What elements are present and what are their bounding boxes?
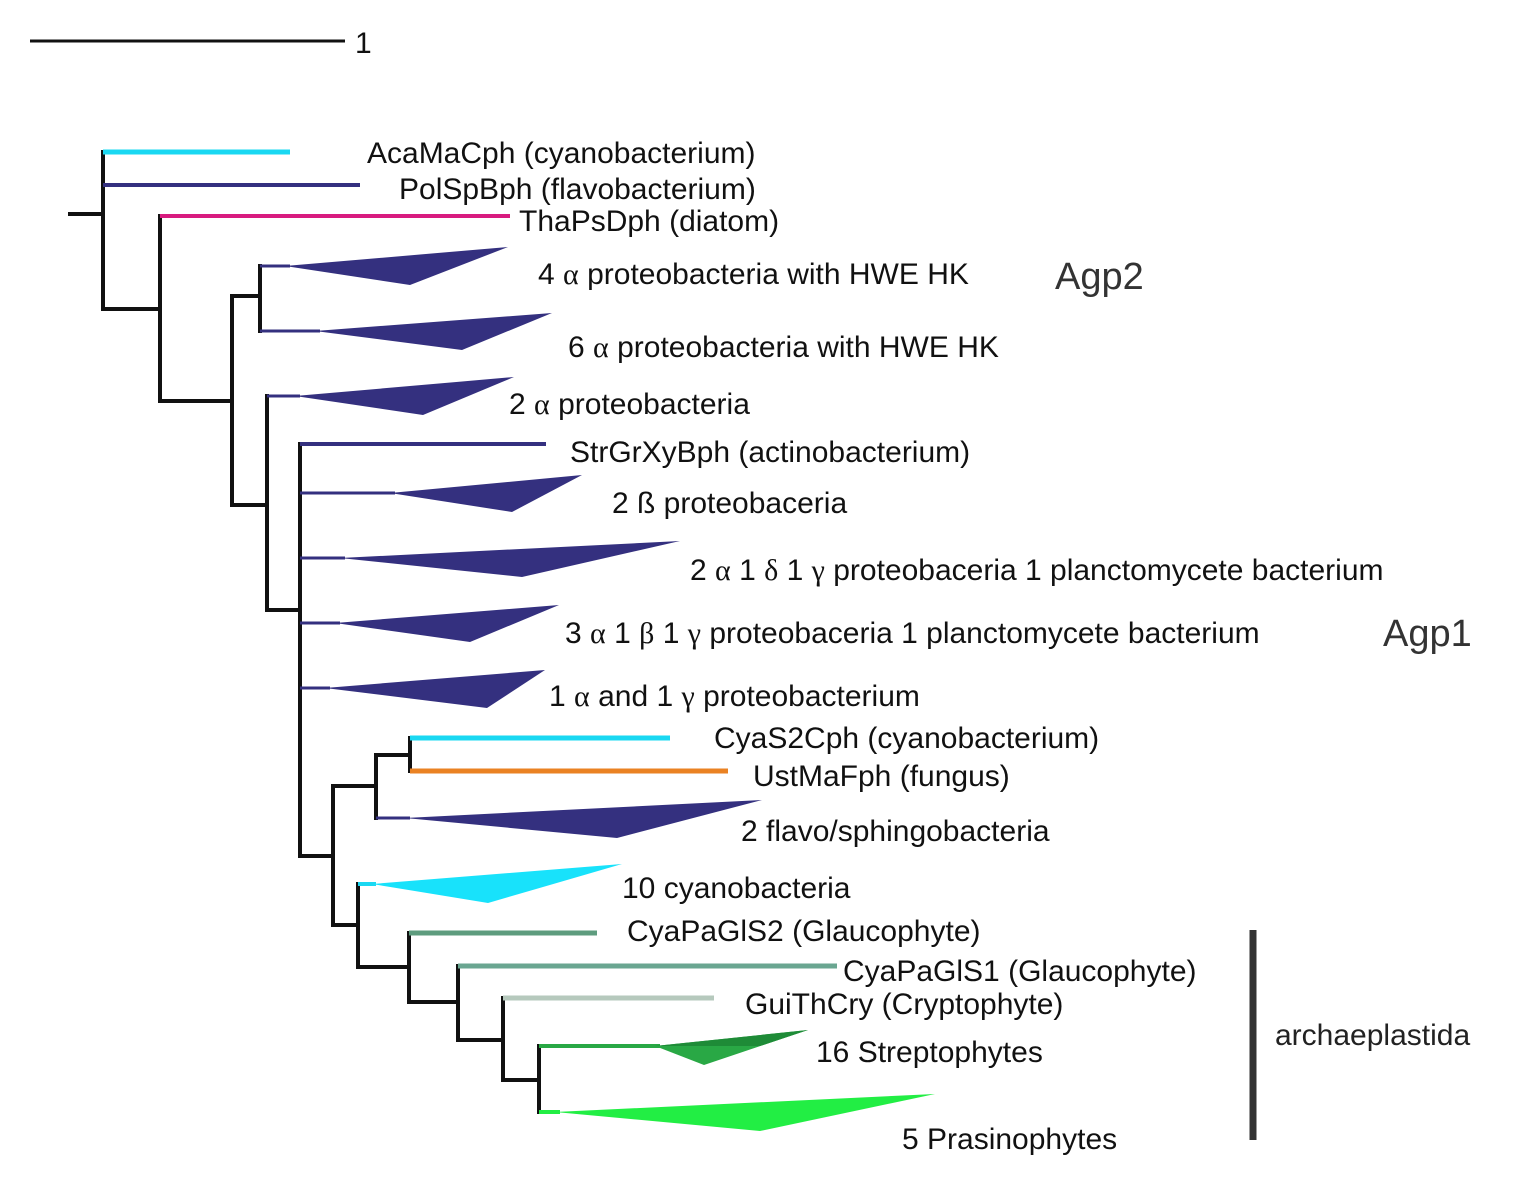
label-mix1: 2 α 1 δ 1 γ proteobaceria 1 planctomycet…: [690, 554, 1384, 587]
label-polspbph: PolSpBph (flavobacterium): [399, 173, 756, 206]
label-acamacph: AcaMaCph (cyanobacterium): [367, 137, 756, 170]
clade-mix2: [335, 605, 559, 642]
label-thapsdph: ThaPsDph (diatom): [519, 205, 779, 238]
label-alpha2: 2 α proteobacteria: [509, 388, 750, 421]
label-agp1: Agp1: [1383, 613, 1472, 655]
scale-bar: 1: [30, 27, 372, 60]
label-guithcry: GuiThCry (Cryptophyte): [745, 988, 1063, 1021]
clade-strepto16-shade: [655, 1030, 808, 1046]
label-strgrxybph: StrGrXyBph (actinobacterium): [570, 436, 970, 469]
clade-cyano10: [372, 864, 622, 903]
label-strepto16: 16 Streptophytes: [816, 1036, 1043, 1069]
clade-beta2: [390, 475, 582, 512]
taxon-labels: AcaMaCph (cyanobacterium) PolSpBph (flav…: [367, 137, 1384, 1156]
label-agp2: Agp2: [1055, 256, 1144, 298]
label-prasino5: 5 Prasinophytes: [902, 1123, 1117, 1156]
clade-mix3: [325, 670, 545, 708]
group-labels: Agp2 Agp1 archaeplastida: [1055, 256, 1472, 1140]
label-beta2: 2 ß proteobaceria: [612, 487, 847, 520]
terminal-branches: [103, 149, 837, 1114]
label-archaeplastida: archaeplastida: [1275, 1019, 1470, 1052]
label-cyapagls2: CyaPaGlS2 (Glaucophyte): [627, 915, 981, 948]
label-cyapagls1: CyaPaGlS1 (Glaucophyte): [843, 955, 1197, 988]
label-cyano10: 10 cyanobacteria: [622, 872, 851, 905]
label-ustmafph: UstMaFph (fungus): [753, 760, 1010, 793]
scale-bar-label: 1: [355, 27, 372, 60]
label-mix3: 1 α and 1 γ proteobacterium: [549, 680, 920, 713]
clade-prasino5: [555, 1094, 935, 1131]
collapsed-clades: [260, 247, 935, 1131]
clade-alpha2: [295, 377, 514, 415]
clade-alpha6: [315, 313, 552, 350]
tree-backbone: [68, 150, 541, 1114]
label-alpha4: 4 α proteobacteria with HWE HK: [538, 258, 969, 291]
clade-flavo2: [405, 800, 762, 838]
label-mix2: 3 α 1 β 1 γ proteobaceria 1 planctomycet…: [565, 617, 1260, 650]
label-cyas2cph: CyaS2Cph (cyanobacterium): [714, 722, 1099, 755]
label-flavo2: 2 flavo/sphingobacteria: [741, 815, 1050, 848]
clade-mix1: [340, 541, 680, 577]
clade-alpha4: [285, 247, 508, 285]
label-alpha6: 6 α proteobacteria with HWE HK: [568, 331, 999, 364]
